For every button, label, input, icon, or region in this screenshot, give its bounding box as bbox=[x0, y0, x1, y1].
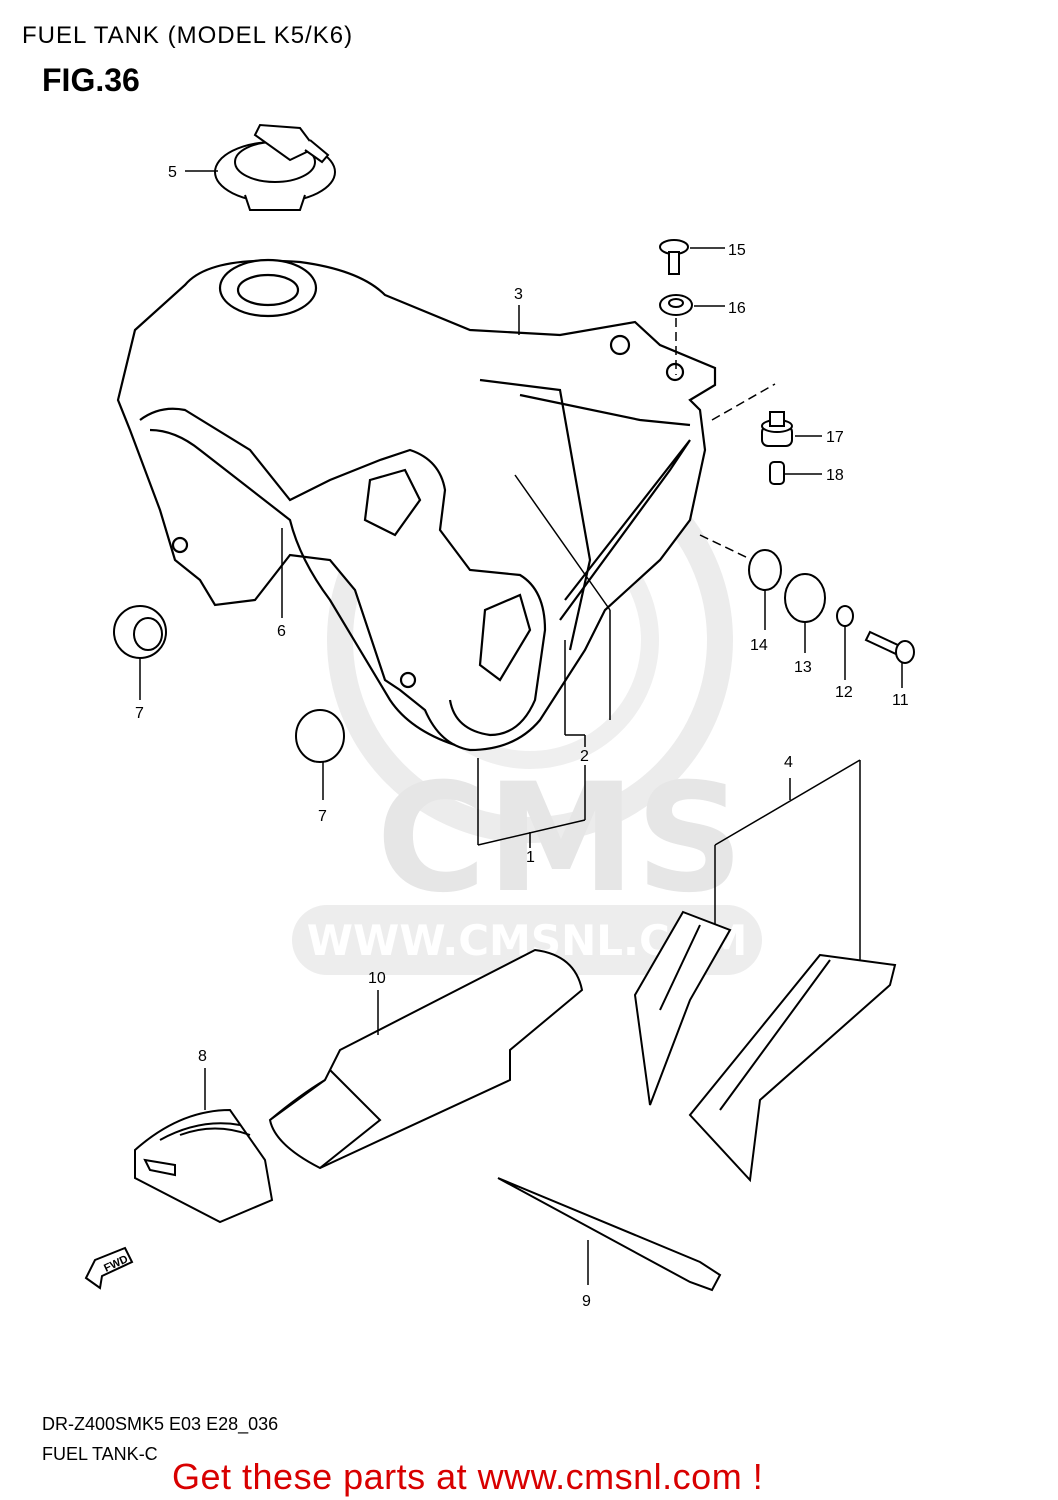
grommet-17-part bbox=[761, 411, 793, 447]
callout-11: 11 bbox=[892, 692, 909, 709]
cover-10-part bbox=[268, 948, 584, 1170]
callout-5: 5 bbox=[168, 164, 177, 181]
watermark-logo: CMS WWW.CMSNL.COM bbox=[292, 437, 762, 975]
callout-15: 15 bbox=[728, 242, 746, 259]
callout-3: 3 bbox=[514, 286, 523, 303]
forward-direction-arrow: FWD bbox=[84, 1246, 134, 1290]
callout-18: 18 bbox=[826, 467, 844, 484]
cushion-14-part bbox=[748, 549, 782, 591]
bolt-11-part bbox=[864, 630, 915, 664]
watermark-logo-text: CMS bbox=[376, 752, 743, 926]
cable-tie-9-part bbox=[497, 1177, 722, 1292]
callout-1: 1 bbox=[526, 849, 535, 866]
model-code: DR-Z400SMK5 E03 E28_036 bbox=[42, 1414, 279, 1434]
callout-14: 14 bbox=[750, 637, 768, 654]
promo-link[interactable]: Get these parts at www.cmsnl.com ! bbox=[172, 1456, 764, 1497]
callout-17: 17 bbox=[826, 429, 844, 446]
callout-7a: 7 bbox=[135, 705, 144, 722]
cushion-13-part bbox=[784, 573, 826, 623]
callout-12: 12 bbox=[835, 684, 853, 701]
assembly-dashed-lines bbox=[675, 318, 776, 559]
collar-18-part bbox=[769, 461, 785, 485]
fuel-tank-part bbox=[116, 258, 717, 752]
cushion-7b-part bbox=[295, 709, 345, 763]
bolt-15-part bbox=[659, 239, 689, 275]
leader-lines bbox=[139, 170, 903, 1285]
protector-4-part bbox=[633, 910, 897, 1183]
diagram-title: FUEL TANK (MODEL K5/K6) bbox=[22, 22, 354, 49]
callout-9: 9 bbox=[582, 1293, 591, 1310]
damper-8-part bbox=[134, 1108, 274, 1224]
collar-12-part bbox=[836, 605, 854, 627]
section-name: FUEL TANK-C bbox=[42, 1444, 158, 1464]
callout-4: 4 bbox=[784, 754, 793, 771]
callout-10: 10 bbox=[368, 970, 386, 987]
callout-labels: 5 3 15 16 17 18 6 14 13 12 11 7 7 2 1 4 … bbox=[135, 164, 909, 1310]
figure-number: FIG.36 bbox=[42, 62, 140, 98]
callout-7b: 7 bbox=[318, 808, 327, 825]
callout-16: 16 bbox=[728, 300, 746, 317]
washer-16-part bbox=[659, 294, 693, 316]
callout-6: 6 bbox=[277, 623, 286, 640]
cushion-7a-part bbox=[113, 605, 167, 659]
fuel-cap-part bbox=[214, 123, 336, 211]
callout-8: 8 bbox=[198, 1048, 207, 1065]
callout-2: 2 bbox=[580, 748, 589, 765]
callout-13: 13 bbox=[794, 659, 812, 676]
